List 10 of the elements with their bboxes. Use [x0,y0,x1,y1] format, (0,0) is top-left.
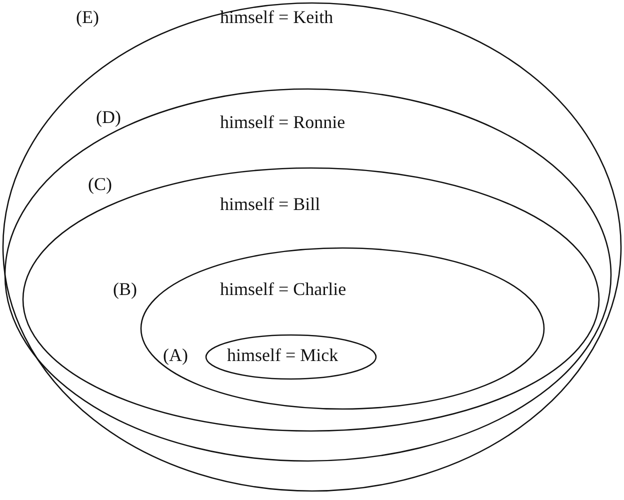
tag-label: (C) [88,173,112,195]
ellipse-label: himself = Keith [220,6,334,28]
ellipse-label: himself = Bill [220,193,320,215]
tag-label: (D) [96,106,121,128]
ellipse-label: himself = Ronnie [220,111,346,133]
tag-label: (A) [163,344,188,366]
ellipse-label: himself = Mick [227,344,338,366]
tag-label: (E) [76,6,99,28]
ellipse-label: himself = Charlie [220,278,346,300]
tag-label: (B) [113,278,137,300]
